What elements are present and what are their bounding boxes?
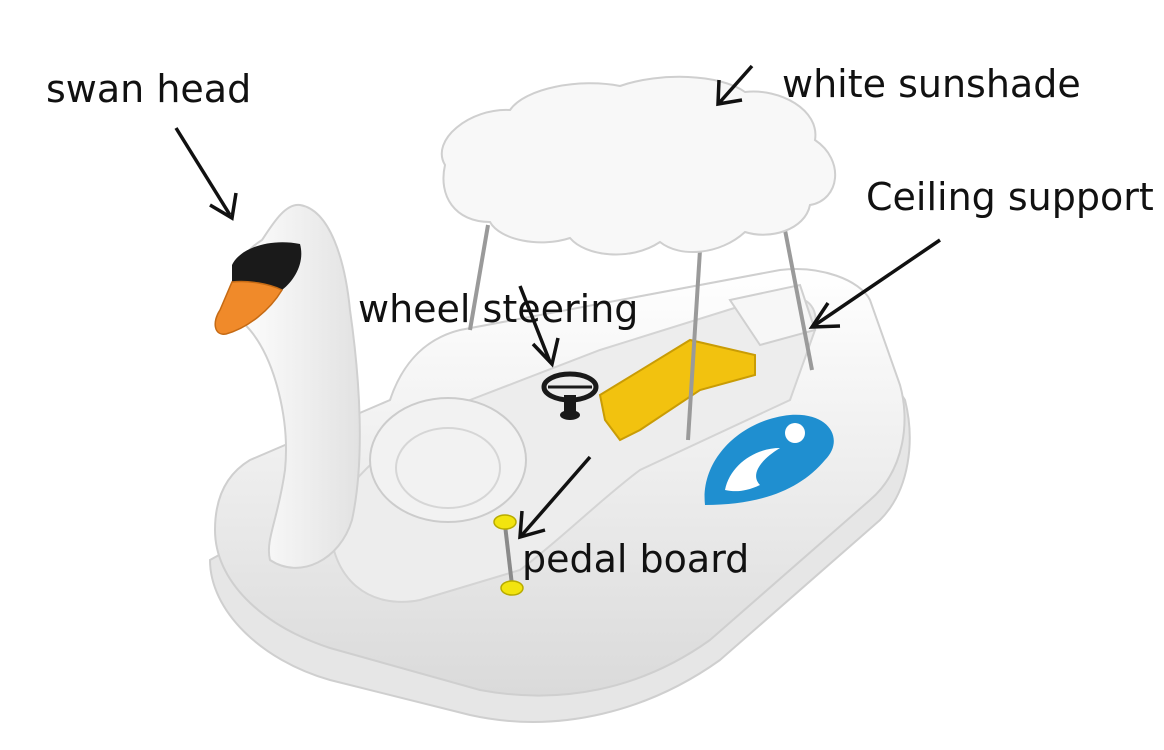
yellow-seat bbox=[598, 338, 756, 442]
sunshade-canopy bbox=[440, 75, 837, 256]
wave-emblem bbox=[704, 414, 834, 505]
swan-beak bbox=[214, 280, 284, 335]
arrow-icon bbox=[174, 64, 941, 540]
label-ceiling-support: Ceiling support bbox=[866, 175, 1154, 219]
label-pedal-board: pedal board bbox=[522, 537, 750, 581]
label-wheel-steering: wheel steering bbox=[358, 287, 639, 331]
steering-wheel bbox=[541, 371, 599, 420]
pedals bbox=[493, 514, 524, 596]
ceiling-support-poles bbox=[468, 224, 814, 441]
paddle-wheel-cover bbox=[369, 397, 527, 523]
swan-mask bbox=[232, 242, 302, 290]
label-swan-head: swan head bbox=[46, 67, 252, 111]
rear-seat bbox=[728, 283, 817, 347]
label-white-sunshade: white sunshade bbox=[782, 62, 1081, 106]
